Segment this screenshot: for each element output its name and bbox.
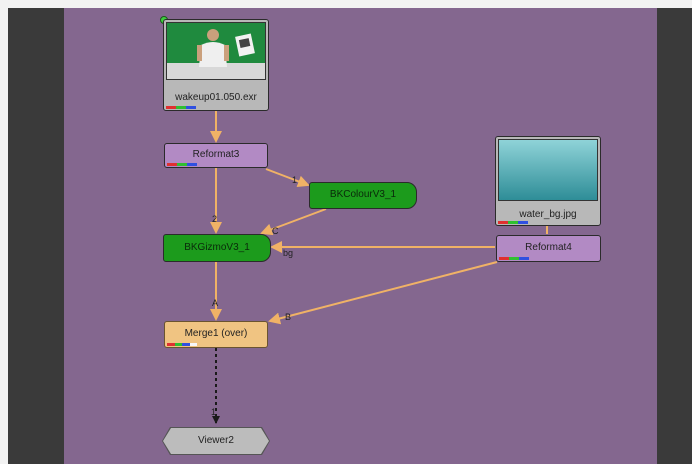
wire-label-viewer-in: 1 xyxy=(211,407,216,417)
viewer-input-arrow xyxy=(212,416,220,424)
merge-node[interactable]: Merge1 (over) xyxy=(164,321,268,348)
read-node-wakeup-label: wakeup01.050.exr xyxy=(175,92,257,103)
channel-indicator xyxy=(499,257,529,260)
reformat3-node[interactable]: Reformat3 xyxy=(164,143,268,168)
wire-label-gizmo-bg: bg xyxy=(283,248,293,258)
colour-gizmo-node[interactable]: BKColourV3_1 xyxy=(309,182,417,209)
bk-gizmo-node[interactable]: BKGizmoV3_1 xyxy=(163,234,271,262)
read-node-wakeup[interactable]: wakeup01.050.exr xyxy=(163,19,269,111)
viewer-node-fill: Viewer2 xyxy=(163,428,269,454)
wire-colour-to-gizmo xyxy=(260,208,327,236)
wire-label-merge-a: A xyxy=(212,298,218,308)
channel-indicator xyxy=(167,163,197,166)
wire-label-merge-b: B xyxy=(285,312,291,322)
wire-reformat3-to-colour xyxy=(265,168,310,188)
wire-label-colour-in: 1 xyxy=(292,175,297,185)
channel-indicator xyxy=(498,221,528,224)
read-node-water-label: water_bg.jpg xyxy=(519,209,577,220)
wakeup-thumbnail-image xyxy=(167,23,265,79)
reformat4-label: Reformat4 xyxy=(525,242,572,253)
colour-gizmo-label: BKColourV3_1 xyxy=(329,189,397,200)
viewer-label: Viewer2 xyxy=(198,434,234,446)
merge-label: Merge1 (over) xyxy=(184,328,248,339)
bk-gizmo-label: BKGizmoV3_1 xyxy=(184,241,250,253)
wakeup-thumbnail xyxy=(166,22,266,80)
channel-indicator xyxy=(167,343,197,346)
left-panel-frame xyxy=(8,8,64,464)
reformat4-node[interactable]: Reformat4 xyxy=(496,235,601,262)
wire-label-gizmo-2: 2 xyxy=(212,214,217,224)
wire-label-gizmo-c: C xyxy=(272,226,279,236)
water-thumbnail xyxy=(498,139,598,201)
viewer-node[interactable]: Viewer2 xyxy=(162,427,270,455)
reformat3-label: Reformat3 xyxy=(192,149,240,160)
right-panel-frame xyxy=(657,8,692,464)
read-node-water[interactable]: water_bg.jpg xyxy=(495,136,601,226)
channel-indicator xyxy=(166,106,196,109)
wire-reformat4-to-merge xyxy=(268,261,498,325)
